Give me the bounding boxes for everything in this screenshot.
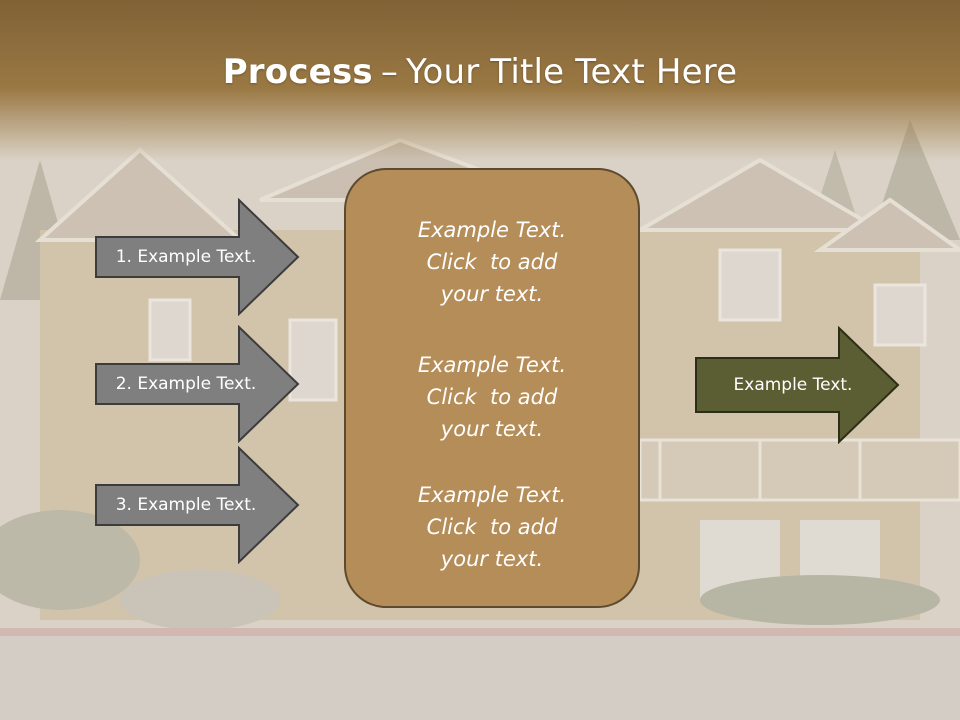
center-text-box[interactable]: Example Text. Click to add your text. Ex… [344, 168, 640, 608]
center-text-line: Click to add [426, 515, 558, 539]
result-arrow-label: Example Text. [733, 375, 853, 395]
center-text-line: your text. [440, 547, 544, 571]
center-text-line: Example Text. [417, 483, 567, 507]
title-separator: – [380, 52, 399, 92]
slide-title: Process–Your Title Text Here [0, 52, 960, 92]
center-text-line: your text. [440, 282, 544, 306]
process-arrow-label: 2. Example Text. [115, 374, 257, 394]
center-text-block-3[interactable]: Example Text. Click to add your text. [346, 479, 638, 575]
process-arrow-label: 3. Example Text. [115, 495, 257, 515]
title-rest-text: Your Title Text Here [406, 52, 738, 92]
arrow-shape-icon [95, 197, 300, 317]
center-text-block-1[interactable]: Example Text. Click to add your text. [346, 214, 638, 310]
process-arrow-1[interactable]: 1. Example Text. [95, 197, 300, 317]
result-arrow[interactable]: Example Text. [695, 325, 900, 445]
arrow-shape-icon [695, 325, 900, 445]
process-arrow-2[interactable]: 2. Example Text. [95, 324, 300, 444]
arrow-shape-icon [95, 324, 300, 444]
title-band [0, 0, 960, 160]
center-text-line: your text. [440, 417, 544, 441]
center-text-line: Example Text. [417, 218, 567, 242]
center-text-line: Example Text. [417, 353, 567, 377]
center-text-line: Click to add [426, 385, 558, 409]
center-text-line: Click to add [426, 250, 558, 274]
process-arrow-3[interactable]: 3. Example Text. [95, 445, 300, 565]
arrow-shape-icon [95, 445, 300, 565]
center-text-block-2[interactable]: Example Text. Click to add your text. [346, 349, 638, 445]
title-bold-text: Process [222, 52, 373, 92]
process-arrow-label: 1. Example Text. [115, 247, 257, 267]
